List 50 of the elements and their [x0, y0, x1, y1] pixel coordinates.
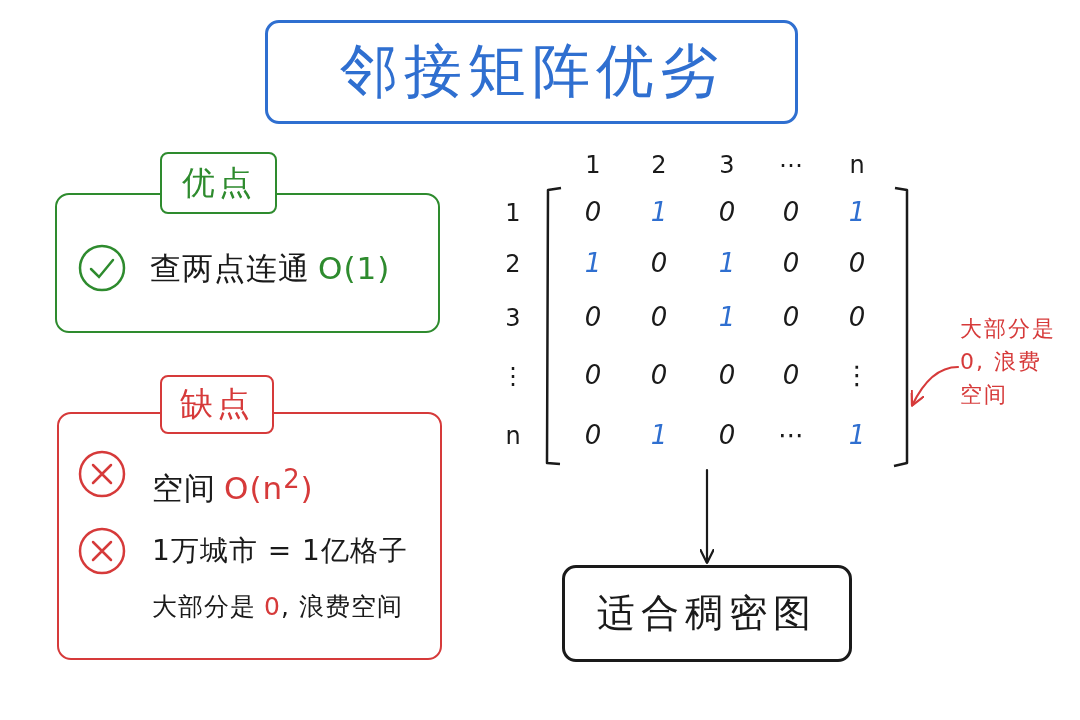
matrix-entry: 0 — [649, 248, 669, 280]
matrix-entry: ⋮ — [843, 360, 871, 392]
matrix-entry: 0 — [583, 420, 603, 452]
heading-tab: 缺点 — [160, 375, 274, 434]
column-header: 1 — [584, 151, 602, 180]
row-header: n — [504, 422, 522, 451]
body-text: 空间 — [152, 470, 216, 508]
arrow — [910, 365, 960, 407]
row-header: 1 — [504, 199, 522, 228]
body-text: 大部分是 — [152, 592, 256, 622]
matrix-entry: 0 — [649, 302, 669, 334]
matrix-entry: 1 — [649, 197, 669, 229]
column-header: 2 — [650, 151, 668, 180]
heading-tab: 优点 — [160, 152, 277, 214]
matrix-entry: 1 — [717, 302, 737, 334]
matrix-entry: 0 — [717, 360, 737, 392]
body-text: 查两点连通 — [150, 250, 310, 288]
row-header: ⋮ — [500, 362, 526, 391]
column-header: 3 — [718, 151, 736, 180]
matrix-entry: ⋯ — [777, 420, 805, 452]
column-header: n — [848, 151, 866, 180]
result-box: 适合稠密图 — [562, 565, 852, 662]
row-header: 3 — [504, 304, 522, 333]
complexity-text: O(n$^{2}$) — [224, 464, 314, 508]
title-box: 邻接矩阵优劣 — [265, 20, 798, 124]
matrix-entry: 1 — [847, 420, 867, 452]
highlight-text: 0 — [264, 592, 281, 622]
matrix-entry: 1 — [847, 197, 867, 229]
complexity-text: O(1) — [318, 250, 391, 288]
arrow — [698, 468, 716, 565]
matrix-entry: 0 — [583, 360, 603, 392]
matrix-entry: 1 — [717, 248, 737, 280]
matrix-entry: 0 — [781, 360, 801, 392]
matrix-entry: 0 — [717, 420, 737, 452]
body-text: , 浪费空间 — [280, 592, 403, 622]
column-header: ⋯ — [778, 151, 804, 180]
matrix-entry: 0 — [781, 302, 801, 334]
matrix-entry: 0 — [583, 197, 603, 229]
matrix-entry: 0 — [717, 197, 737, 229]
matrix-entry: 0 — [583, 302, 603, 334]
matrix-entry: 1 — [583, 248, 603, 280]
matrix-entry: 0 — [847, 248, 867, 280]
matrix-entry: 1 — [649, 420, 669, 452]
matrix-entry: 0 — [781, 197, 801, 229]
matrix-entry: 0 — [649, 360, 669, 392]
matrix-entry: 0 — [781, 248, 801, 280]
matrix-entry: 0 — [847, 302, 867, 334]
annotation-text: 大部分是 0, 浪费空间 — [960, 315, 1057, 409]
row-header: 2 — [504, 250, 522, 279]
body-text: 1万城市 = 1亿格子 — [152, 534, 408, 568]
